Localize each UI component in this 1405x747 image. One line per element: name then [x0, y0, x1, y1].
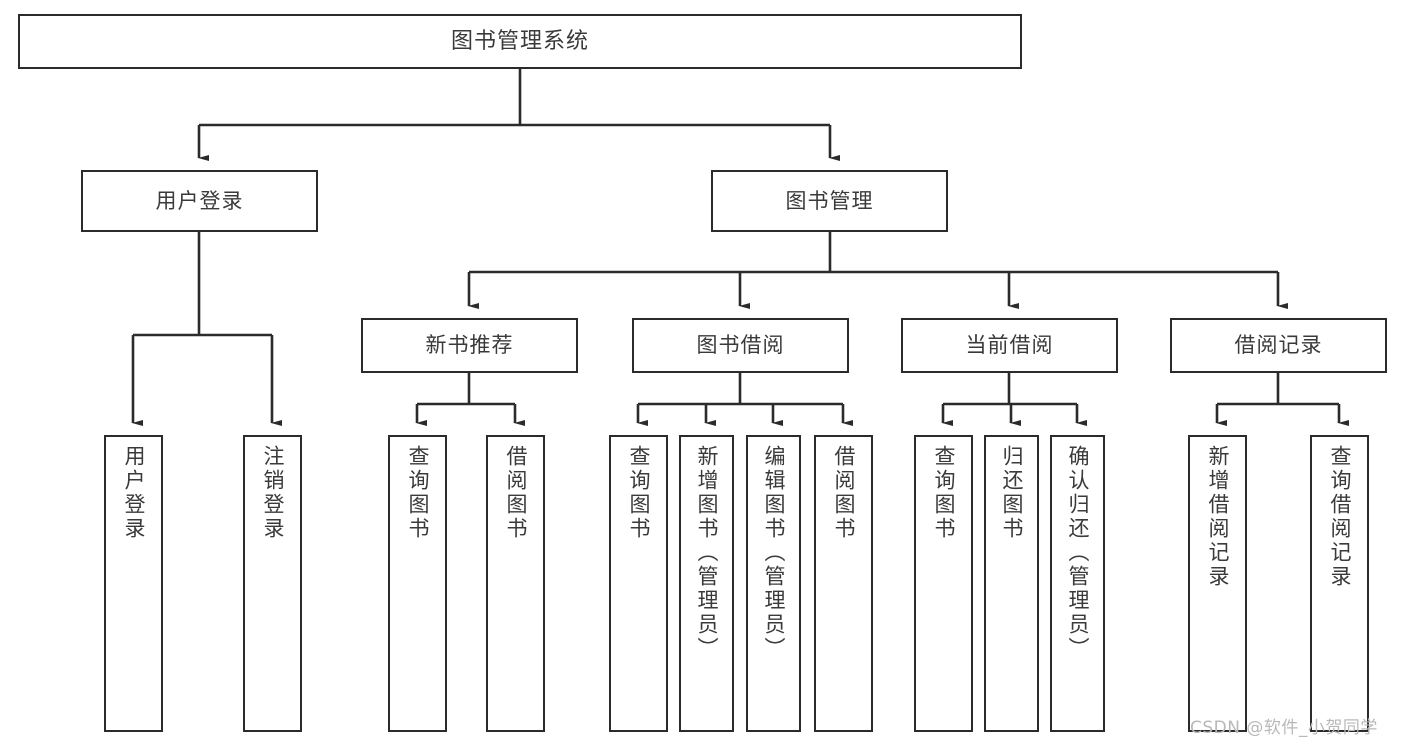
leaf-confirm-return-admin-label: 确认归还（管理员） [1066, 445, 1090, 661]
leaf-query-book-recommend-label: 查询图书 [406, 445, 430, 541]
leaf-query-book-current[interactable]: 查询图书 [914, 435, 973, 732]
leaf-confirm-return-admin[interactable]: 确认归还（管理员） [1050, 435, 1105, 732]
leaf-add-book-admin-label: 新增图书（管理员） [695, 445, 719, 661]
node-user-login[interactable]: 用户登录 [81, 170, 318, 232]
leaf-return-book-label: 归还图书 [1000, 445, 1024, 541]
leaf-borrow-book-recommend[interactable]: 借阅图书 [486, 435, 545, 732]
csdn-watermark: CSDN @软件_小贺同学 [1190, 718, 1378, 738]
node-root[interactable]: 图书管理系统 [18, 14, 1022, 69]
leaf-logout-label: 注销登录 [261, 445, 285, 541]
leaf-query-book-borrow[interactable]: 查询图书 [609, 435, 668, 732]
node-book-borrow-label: 图书借阅 [696, 333, 785, 358]
node-new-book-recommend[interactable]: 新书推荐 [361, 318, 578, 373]
node-borrow-record[interactable]: 借阅记录 [1170, 318, 1387, 373]
node-new-book-recommend-label: 新书推荐 [425, 333, 514, 358]
leaf-query-book-recommend[interactable]: 查询图书 [388, 435, 447, 732]
leaf-query-book-current-label: 查询图书 [932, 445, 956, 541]
leaf-edit-book-admin-label: 编辑图书（管理员） [762, 445, 786, 661]
leaf-borrow-book-recommend-label: 借阅图书 [504, 445, 528, 541]
leaf-add-borrow-record[interactable]: 新增借阅记录 [1188, 435, 1247, 732]
leaf-borrow-book-label: 借阅图书 [832, 445, 856, 541]
leaf-edit-book-admin[interactable]: 编辑图书（管理员） [746, 435, 801, 732]
leaf-return-book[interactable]: 归还图书 [984, 435, 1039, 732]
node-book-management[interactable]: 图书管理 [711, 170, 948, 232]
leaf-logout[interactable]: 注销登录 [243, 435, 302, 732]
node-book-management-label: 图书管理 [785, 188, 874, 213]
leaf-query-book-borrow-label: 查询图书 [627, 445, 651, 541]
leaf-user-login-label: 用户登录 [122, 445, 146, 541]
node-book-borrow[interactable]: 图书借阅 [632, 318, 849, 373]
leaf-borrow-book[interactable]: 借阅图书 [814, 435, 873, 732]
node-user-login-label: 用户登录 [155, 188, 244, 213]
node-root-label: 图书管理系统 [450, 28, 589, 54]
node-current-borrow[interactable]: 当前借阅 [901, 318, 1118, 373]
node-current-borrow-label: 当前借阅 [965, 333, 1054, 358]
leaf-add-book-admin[interactable]: 新增图书（管理员） [679, 435, 734, 732]
node-borrow-record-label: 借阅记录 [1234, 333, 1323, 358]
leaf-query-borrow-record[interactable]: 查询借阅记录 [1310, 435, 1369, 732]
leaf-query-borrow-record-label: 查询借阅记录 [1328, 445, 1352, 589]
leaf-add-borrow-record-label: 新增借阅记录 [1206, 445, 1230, 589]
leaf-user-login[interactable]: 用户登录 [104, 435, 163, 732]
